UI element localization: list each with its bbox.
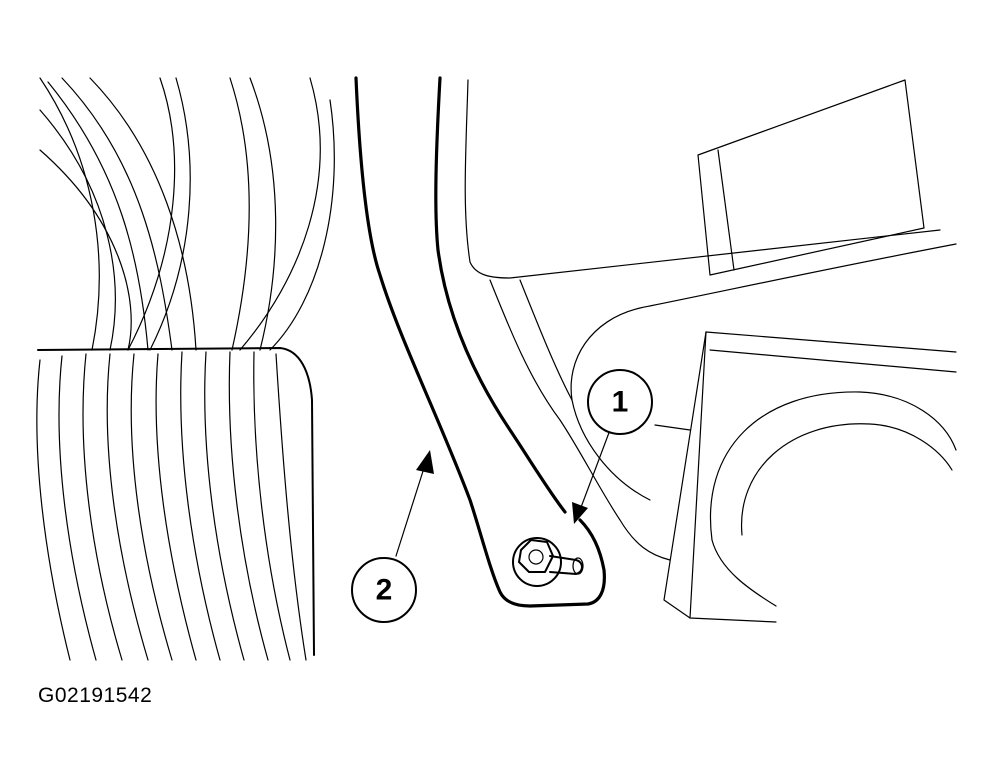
bolt-nut: [512, 537, 584, 587]
callout-1: 1: [572, 369, 691, 524]
callout-2-label: 2: [376, 574, 393, 607]
frame-structure: [464, 79, 957, 561]
cooler-block: [36, 347, 315, 661]
figure-id: G02191542: [38, 684, 153, 707]
upper-right-box: [697, 79, 925, 276]
wire-bundle: [39, 77, 335, 351]
callout-1-label: 1: [612, 386, 629, 419]
mounting-bracket: [354, 76, 606, 608]
callout-2: 2: [351, 450, 434, 623]
mount-block: [663, 331, 957, 623]
callout-2-circle: [351, 557, 417, 623]
callout-1-circle: [587, 369, 653, 435]
